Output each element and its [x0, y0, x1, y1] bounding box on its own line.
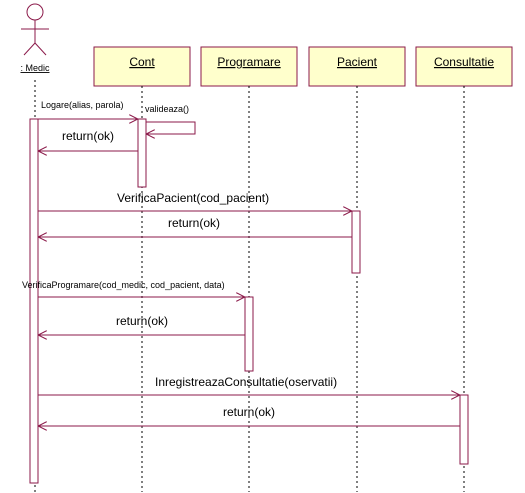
message-verifica-pacient: VerificaPacient(cod_pacient) [38, 191, 351, 211]
object-label: Cont [129, 55, 155, 69]
message-return-3: return(ok) [39, 314, 245, 335]
message-return-2: return(ok) [39, 216, 352, 237]
message-label: VerificaPacient(cod_pacient) [117, 191, 269, 205]
message-return-4: return(ok) [39, 405, 460, 426]
message-label: InregistreazaConsultatie(oservatii) [155, 375, 337, 389]
activation-medic [29, 118, 39, 484]
actor-label: : Medic [20, 63, 50, 73]
activation-cont [137, 118, 147, 188]
message-label: Logare(alias, parola) [41, 100, 124, 110]
stick-figure-icon [21, 3, 49, 56]
object-label: Consultatie [434, 55, 494, 69]
message-label: return(ok) [62, 129, 114, 143]
message-verifica-programare: VerificaProgramare(cod_medic, cod_pacien… [22, 280, 244, 297]
object-consultatie: Consultatie [415, 46, 513, 87]
object-cont: Cont [93, 46, 191, 87]
message-label: valideaza() [145, 104, 189, 114]
message-valideaza: valideaza() [145, 104, 196, 134]
object-label: Programare [217, 55, 281, 69]
message-label: VerificaProgramare(cod_medic, cod_pacien… [22, 280, 225, 290]
message-logare: Logare(alias, parola) [38, 100, 137, 119]
object-pacient: Pacient [308, 46, 406, 87]
medic-actor: : Medic [20, 3, 50, 73]
object-label: Pacient [337, 55, 378, 69]
object-programare: Programare [200, 46, 298, 87]
message-return-1: return(ok) [39, 129, 138, 151]
message-label: return(ok) [223, 405, 275, 419]
activation-consultatie [459, 394, 469, 465]
activation-programare [244, 296, 254, 372]
message-inregistreaza-consultatie: InregistreazaConsultatie(oservatii) [38, 375, 459, 395]
message-label: return(ok) [116, 314, 168, 328]
message-label: return(ok) [168, 216, 220, 230]
activation-pacient [351, 210, 361, 274]
